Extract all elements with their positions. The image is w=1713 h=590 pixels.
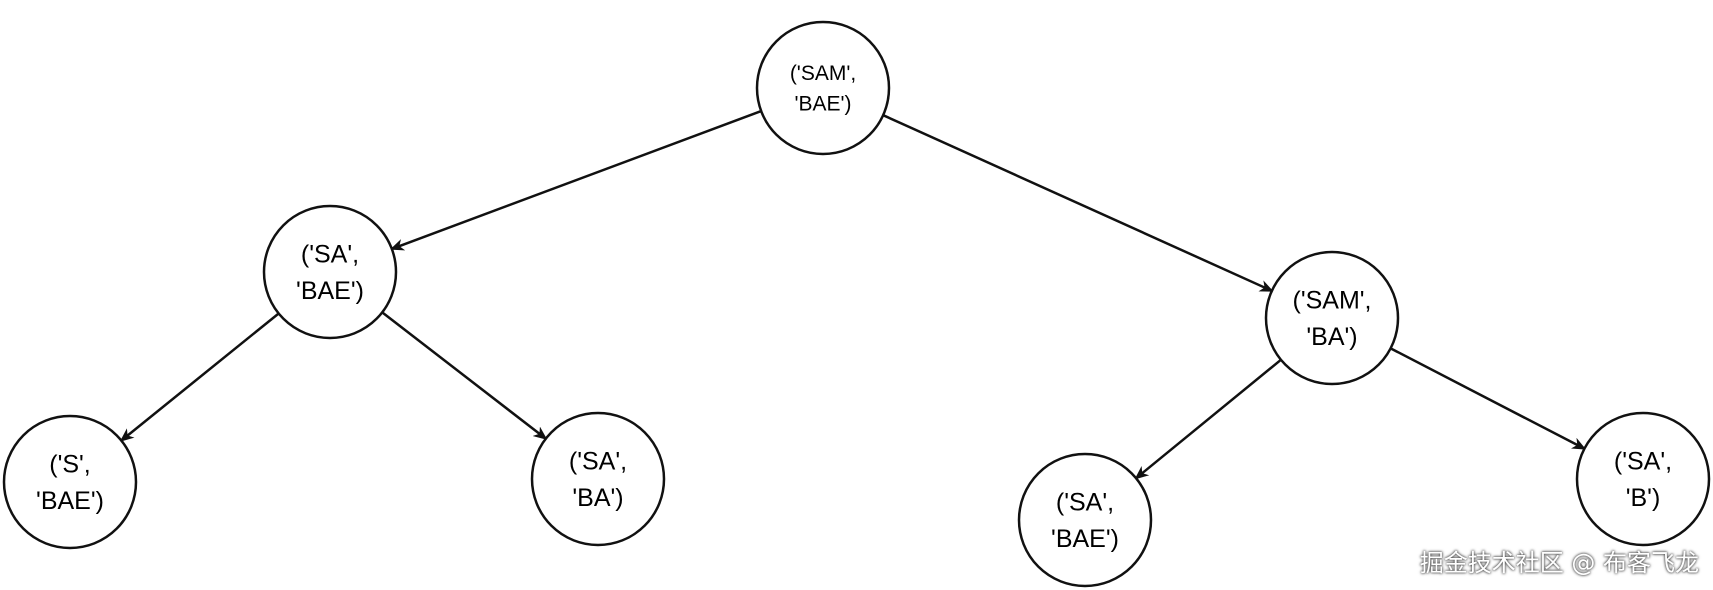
node-label-line: ('SA', [301, 241, 359, 269]
edge-root-to-right [882, 114, 1274, 292]
node-root: ('SAM', 'BAE') [755, 20, 891, 156]
node-label-line: ('SAM', [790, 62, 856, 85]
node-label-line: 'BA') [572, 484, 623, 512]
node-circle [2, 414, 138, 550]
node-label-line: ('S', [49, 451, 91, 479]
node-label-line: 'BAE') [1051, 525, 1119, 553]
node-circle [1575, 411, 1711, 547]
node-circle [755, 20, 891, 156]
edges [119, 109, 1587, 480]
node-left: ('SA', 'BAE') [262, 204, 398, 340]
node-left-left: ('S', 'BAE') [2, 414, 138, 550]
edge-right-to-right-right [1390, 347, 1587, 450]
node-label-line: ('SA', [1614, 448, 1672, 476]
node-label-line: ('SA', [1056, 489, 1114, 517]
node-circle [262, 204, 398, 340]
node-label-line: 'BAE') [296, 277, 364, 305]
edge-right-to-right-left [1134, 358, 1282, 480]
edge-left-to-left-right [381, 311, 548, 440]
node-right-left: ('SA', 'BAE') [1017, 452, 1153, 588]
node-label-line: 'BA') [1306, 323, 1357, 351]
node-label-line: 'BAE') [794, 93, 851, 116]
node-circle [530, 411, 666, 547]
node-left-right: ('SA', 'BA') [530, 411, 666, 547]
node-label-line: ('SA', [569, 448, 627, 476]
edge-root-to-left [389, 109, 762, 251]
node-right: ('SAM', 'BA') [1264, 250, 1400, 386]
nodes: ('SAM','BAE')('SA','BAE')('SAM','BA')('S… [2, 20, 1711, 588]
node-label-line: 'BAE') [36, 487, 104, 515]
node-circle [1264, 250, 1400, 386]
node-label-line: 'B') [1626, 484, 1661, 512]
node-circle [1017, 452, 1153, 588]
edge-left-to-left-left [119, 312, 280, 442]
node-label-line: ('SAM', [1293, 287, 1372, 315]
node-right-right: ('SA', 'B') [1575, 411, 1711, 547]
watermark: 掘金技术社区 @ 布客飞龙 [1419, 549, 1699, 577]
